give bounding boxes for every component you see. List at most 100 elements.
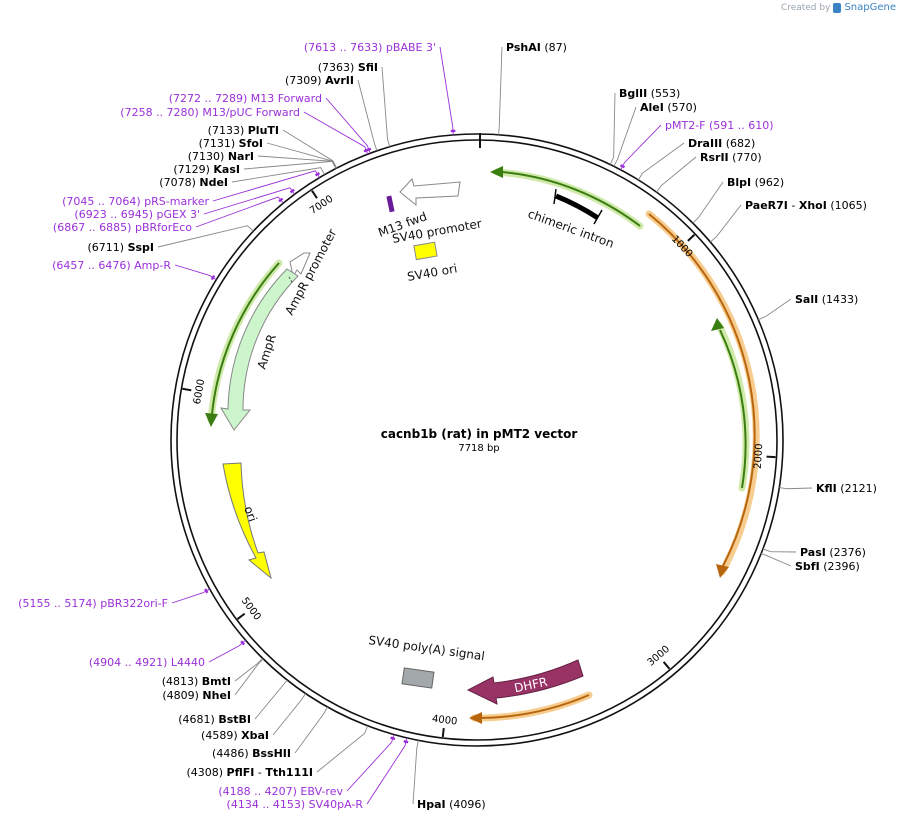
site-coord: (4681) <box>178 713 215 726</box>
site-name: BmtI <box>202 675 231 688</box>
site-leader <box>303 111 369 155</box>
site-name: HpaI <box>417 798 446 811</box>
enzyme-label: (7133) PluTI <box>208 124 279 137</box>
site-leader <box>171 588 210 604</box>
site-leader <box>316 725 369 773</box>
enzyme-label: (7129) KasI <box>173 163 240 176</box>
site-name: Amp-R <box>134 259 171 272</box>
site-leader <box>282 129 338 169</box>
feature-label-sv40-ori: SV40 ori <box>406 261 458 284</box>
site-name: pRS-marker <box>144 195 209 208</box>
green-arc-1-head <box>490 166 503 178</box>
primer-label: (4188 .. 4207) EBV-rev <box>218 785 343 798</box>
site-name: AleI <box>640 101 664 114</box>
site-coord: (7272 .. 7289) <box>169 92 248 105</box>
site-coord: (4096) <box>449 798 486 811</box>
site-coord: (87) <box>544 41 567 54</box>
primer-label: pMT2-F (591 .. 610) <box>665 119 774 132</box>
site-coord: (591 .. 610) <box>709 119 774 132</box>
primer-label: (6867 .. 6885) pBRforEco <box>53 221 192 234</box>
site-leader <box>212 170 320 202</box>
site-leader <box>656 156 697 193</box>
tick-label: 2000 <box>753 443 765 469</box>
site-coord: (770) <box>732 151 762 164</box>
site-leader <box>758 298 792 321</box>
site-coord: (7045 .. 7064) <box>62 195 141 208</box>
feature-label-sv40-polya: SV40 poly(A) signal <box>368 633 486 663</box>
site-name: SV40pA-R <box>309 798 364 811</box>
enzyme-label: (4308) PflFI - Tth111I <box>186 766 313 779</box>
enzyme-label: SalI (1433) <box>795 293 858 306</box>
site-name: BssHII <box>252 747 291 760</box>
site-leader <box>234 658 264 696</box>
enzyme-label: (4809) NheI <box>162 689 231 702</box>
site-coord: (4134 .. 4153) <box>227 798 306 811</box>
enzyme-label: (4486) BssHII <box>212 747 291 760</box>
site-coord: (7309) <box>285 74 322 87</box>
primer-label: (7258 .. 7280) M13/pUC Forward <box>120 106 300 119</box>
site-leader <box>613 106 637 167</box>
site-name-2: XhoI <box>799 199 827 212</box>
tick-label: 5000 <box>239 596 263 623</box>
site-name: RsrII <box>700 151 729 164</box>
site-sep: - <box>254 766 265 779</box>
site-coord: (7078) <box>159 176 196 189</box>
tick-label: 3000 <box>646 644 673 669</box>
enzyme-label: (6711) SspI <box>87 241 154 254</box>
site-leader <box>439 46 454 135</box>
site-coord: (1433) <box>822 293 859 306</box>
site-name: KflI <box>816 482 837 495</box>
site-coord: (1065) <box>830 199 867 212</box>
site-name-2: Tth111I <box>265 766 313 779</box>
plasmid-length: 7718 bp <box>458 443 499 454</box>
tick-mark <box>662 661 671 670</box>
feature-label-ampr: AmpR <box>255 332 279 370</box>
ori-arrow <box>222 462 272 580</box>
site-name: PasI <box>800 546 826 559</box>
enzyme-label: KflI (2121) <box>816 482 877 495</box>
feature-label-chimeric-intron: chimeric intron <box>526 207 616 251</box>
site-name: BglII <box>619 87 647 100</box>
site-name: BstBI <box>218 713 251 726</box>
orange-arc-1 <box>648 213 756 567</box>
site-coord: (2376) <box>829 546 866 559</box>
site-coord: (7258 .. 7280) <box>120 106 199 119</box>
site-leader <box>157 225 254 248</box>
site-leader <box>346 734 395 792</box>
enzyme-label: (7130) NarI <box>188 150 254 163</box>
tick-label: 4000 <box>431 714 458 728</box>
site-leader <box>325 97 371 154</box>
site-leader <box>357 79 378 151</box>
enzyme-label: (7078) NdeI <box>159 176 228 189</box>
site-coord: (682) <box>726 137 756 150</box>
primer-label: (7272 .. 7289) M13 Forward <box>169 92 322 105</box>
site-name: SfiI <box>358 61 378 74</box>
enzyme-label: (4813) BmtI <box>162 675 231 688</box>
site-leader <box>243 160 337 170</box>
orange-arc-1-head <box>716 564 729 578</box>
backbone-inner <box>176 139 778 741</box>
site-name: BlpI <box>727 176 751 189</box>
site-coord: (2396) <box>823 560 860 573</box>
green-arc-3 <box>211 262 280 415</box>
tick-mark <box>311 190 318 199</box>
site-name: SspI <box>128 241 154 254</box>
tick-label: 7000 <box>308 194 335 217</box>
backbone-outer <box>170 133 784 747</box>
site-coord: (7363) <box>318 61 355 74</box>
enzyme-label: SbfI (2396) <box>795 560 860 573</box>
site-coord: (2121) <box>840 482 877 495</box>
snapgene-name: SnapGene <box>844 2 896 13</box>
tick-mark <box>766 455 776 459</box>
primer-label: (6457 .. 6476) Amp-R <box>52 259 171 272</box>
green-arc-2 <box>719 329 747 489</box>
site-name: pMT2-F <box>665 119 706 132</box>
enzyme-label: BglII (553) <box>619 87 680 100</box>
site-leader <box>609 92 616 165</box>
enzyme-label: PasI (2376) <box>800 546 866 559</box>
site-leader <box>195 196 284 228</box>
site-coord: (7613 .. 7633) <box>304 41 383 54</box>
site-name: pGEX 3' <box>156 208 200 221</box>
tick-mark <box>236 612 246 620</box>
